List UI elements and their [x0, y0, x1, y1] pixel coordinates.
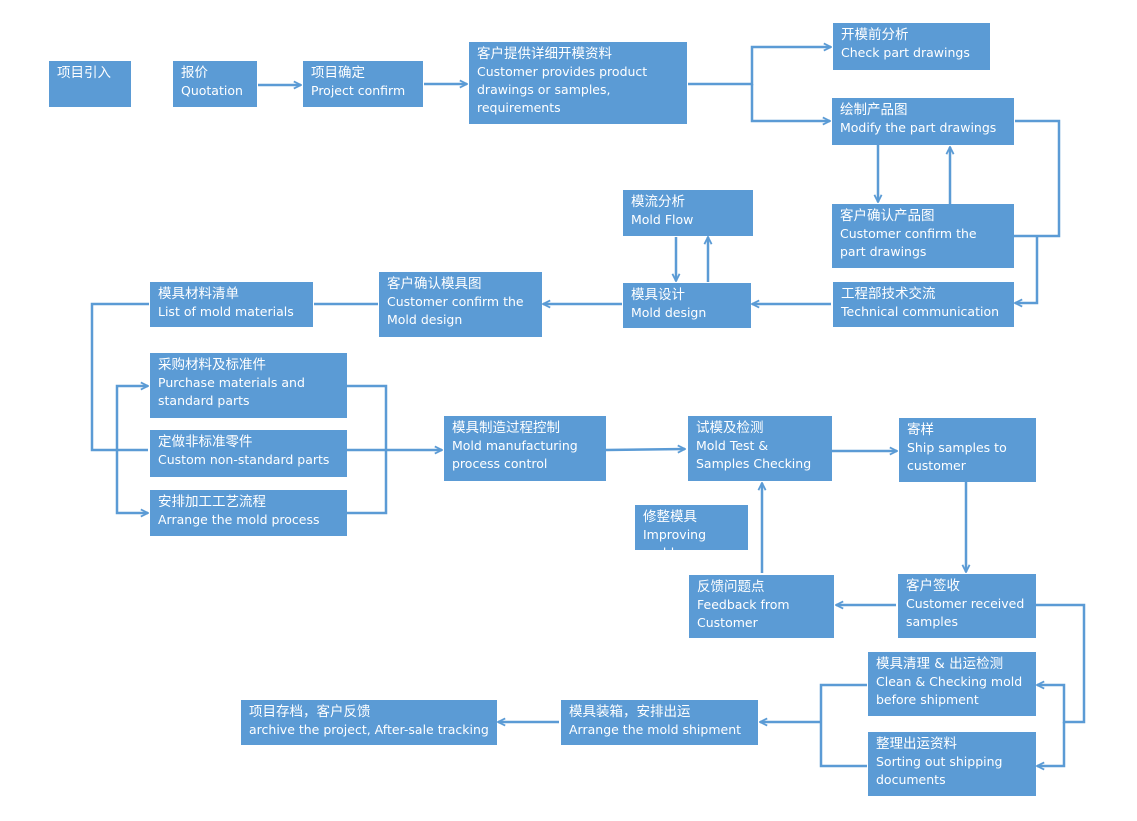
edge-trunk-to-purchase [115, 386, 148, 450]
edge-received-to-clean [1036, 603, 1086, 724]
edge-modify-to-tech [1014, 119, 1061, 238]
node-arrange-process-en: Arrange the mold process [158, 512, 320, 527]
node-mold-test: 试模及检测 Mold Test & Samples Checking [688, 416, 832, 481]
node-customer-confirm-mold-zh: 客户确认模具图 [387, 276, 482, 292]
node-mold-design-zh: 模具设计 [631, 287, 685, 303]
node-custom-parts-en: Custom non-standard parts [158, 452, 330, 467]
node-mold-flow: 模流分析 Mold Flow [623, 190, 753, 236]
node-modify-drawings-en: Modify the part drawings [840, 120, 997, 135]
node-quotation: 报价 Quotation [173, 61, 257, 107]
node-archive-project: 项目存档，客户反馈 archive the project, After-sal… [241, 700, 497, 745]
edge-provide-to-check [688, 47, 831, 86]
node-archive-project-en: archive the project, After-sale tracking [249, 722, 489, 737]
node-purchase-materials-en: Purchase materials and standard parts [158, 375, 305, 408]
node-technical-communication: 工程部技术交流 Technical communication [833, 282, 1014, 327]
node-improving-mold-zh: 修整模具 [643, 509, 697, 525]
node-customer-received-zh: 客户签收 [906, 578, 960, 594]
node-project-intro-zh: 项目引入 [57, 65, 111, 81]
node-ship-samples-zh: 寄样 [907, 422, 934, 438]
node-process-control-zh: 模具制造过程控制 [452, 420, 560, 436]
node-mold-flow-zh: 模流分析 [631, 194, 685, 210]
node-shipping-documents-zh: 整理出运资料 [876, 736, 957, 752]
node-archive-project-zh: 项目存档，客户反馈 [249, 704, 371, 720]
node-technical-communication-en: Technical communication [841, 304, 1000, 319]
node-purchase-materials: 采购材料及标准件 Purchase materials and standard… [150, 353, 347, 418]
node-purchase-materials-zh: 采购材料及标准件 [158, 357, 266, 373]
node-ship-samples-en: Ship samples to customer [907, 440, 1007, 473]
node-check-drawings: 开模前分析 Check part drawings [833, 23, 990, 70]
node-customer-provides-zh: 客户提供详细开模资料 [477, 46, 612, 62]
node-ship-samples: 寄样 Ship samples to customer [899, 418, 1036, 482]
node-customer-confirm-drawings-en: Customer confirm the part drawings [840, 226, 977, 259]
node-customer-received: 客户签收 Customer received samples [898, 574, 1036, 638]
node-project-intro: 项目引入 [49, 61, 131, 107]
node-project-confirm-en: Project confirm [311, 83, 406, 98]
edge-trunk-to-arrange [115, 450, 148, 513]
node-mold-design: 模具设计 Mold design [623, 283, 751, 328]
node-clean-checking: 模具清理 & 出运检测 Clean & Checking mold before… [868, 652, 1036, 716]
edge-custconf-to-tech [1015, 236, 1039, 303]
node-feedback-zh: 反馈问题点 [697, 579, 765, 595]
edge-process-to-test [605, 449, 685, 450]
edge-materials-trunk [90, 302, 149, 452]
edge-clean-docs-join [819, 683, 867, 768]
node-mold-test-zh: 试模及检测 [696, 420, 764, 436]
node-modify-drawings-zh: 绘制产品图 [840, 102, 908, 118]
node-customer-provides: 客户提供详细开模资料 Customer provides product dra… [469, 42, 687, 124]
node-project-confirm: 项目确定 Project confirm [303, 61, 423, 107]
node-process-control: 模具制造过程控制 Mold manufacturing process cont… [444, 416, 606, 481]
node-mold-shipment: 模具装箱，安排出运 Arrange the mold shipment [561, 700, 758, 745]
node-feedback-en: Feedback from Customer [697, 597, 790, 630]
node-project-confirm-zh: 项目确定 [311, 65, 365, 81]
node-arrange-process-zh: 安排加工工艺流程 [158, 494, 266, 510]
node-process-control-en: Mold manufacturing process control [452, 438, 578, 471]
node-mold-materials-en: List of mold materials [158, 304, 294, 319]
node-mold-design-en: Mold design [631, 305, 707, 320]
node-quotation-zh: 报价 [181, 65, 208, 81]
node-customer-confirm-mold-en: Customer confirm the Mold design [387, 294, 524, 327]
node-clean-checking-en: Clean & Checking mold before shipment [876, 674, 1023, 707]
node-mold-materials: 模具材料清单 List of mold materials [150, 282, 313, 327]
node-check-drawings-en: Check part drawings [841, 45, 970, 60]
edge-provide-to-modify [750, 84, 830, 121]
node-shipping-documents-en: Sorting out shipping documents [876, 754, 1003, 787]
node-custom-parts-zh: 定做非标准零件 [158, 434, 253, 450]
node-mold-materials-zh: 模具材料清单 [158, 286, 239, 302]
node-customer-provides-en: Customer provides product drawings or sa… [477, 64, 648, 115]
node-customer-confirm-drawings-zh: 客户确认产品图 [840, 208, 935, 224]
node-improving-mold: 修整模具 Improving mold [635, 505, 748, 550]
node-improving-mold-en: Improving mold [643, 527, 707, 550]
node-quotation-en: Quotation [181, 83, 243, 98]
node-customer-received-en: Customer received samples [906, 596, 1025, 629]
node-customer-confirm-mold: 客户确认模具图 Customer confirm the Mold design [379, 272, 542, 337]
node-technical-communication-zh: 工程部技术交流 [841, 286, 936, 302]
edge-to-docs [1037, 722, 1066, 766]
node-mold-test-en: Mold Test & Samples Checking [696, 438, 812, 471]
node-mold-shipment-en: Arrange the mold shipment [569, 722, 742, 737]
node-custom-parts: 定做非标准零件 Custom non-standard parts [150, 430, 347, 477]
node-feedback: 反馈问题点 Feedback from Customer [689, 575, 834, 638]
node-mold-shipment-zh: 模具装箱，安排出运 [569, 704, 691, 720]
node-shipping-documents: 整理出运资料 Sorting out shipping documents [868, 732, 1036, 796]
node-clean-checking-zh: 模具清理 & 出运检测 [876, 656, 1004, 672]
node-check-drawings-zh: 开模前分析 [841, 27, 909, 43]
node-arrange-process: 安排加工工艺流程 Arrange the mold process [150, 490, 347, 536]
node-mold-flow-en: Mold Flow [631, 212, 694, 227]
node-customer-confirm-drawings: 客户确认产品图 Customer confirm the part drawin… [832, 204, 1014, 268]
node-modify-drawings: 绘制产品图 Modify the part drawings [832, 98, 1014, 145]
